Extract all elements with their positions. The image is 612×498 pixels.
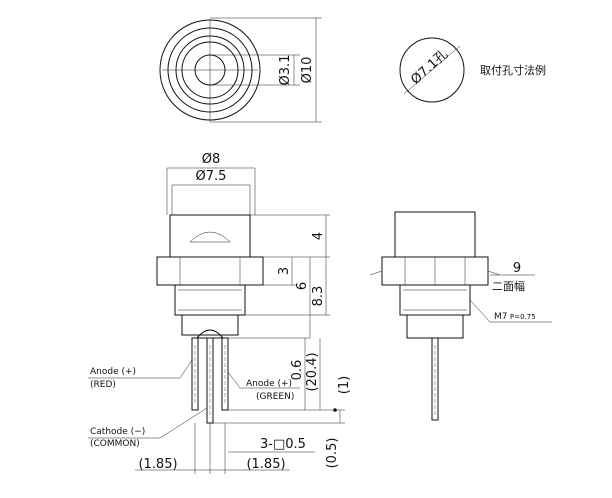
front-dim-0-5: (0.5)	[325, 438, 340, 469]
anode-green-label: Anode (+)	[246, 379, 292, 389]
front-dim-width-outer: Ø8	[202, 152, 221, 167]
front-dim-cap-height: 4	[311, 232, 326, 240]
datum-dot	[333, 408, 337, 412]
front-dim-thread-6: 6	[295, 282, 310, 290]
mounting-hole	[399, 37, 465, 103]
front-dim-20-4: (20.4)	[305, 352, 320, 391]
front-dim-1: (1)	[337, 376, 352, 394]
pin-anode-red	[191, 337, 199, 411]
anode-red-label: Anode (+)	[90, 367, 136, 377]
front-dim-pin-square: 3-□0.5	[260, 437, 306, 452]
front-thread	[174, 284, 246, 316]
side-flats-caption: 二面幅	[492, 280, 525, 293]
side-thread-pitch: P=0.75	[510, 313, 536, 321]
pin-anode-green	[221, 337, 229, 411]
anode-red-color: (RED)	[90, 380, 116, 390]
mounting-hole-dim: Ø7.1孔	[408, 47, 451, 88]
front-dim-pin-pitch-right: (1.85)	[246, 457, 285, 472]
side-cap	[394, 211, 476, 258]
front-nut	[156, 256, 264, 286]
front-dim-width-inner: Ø7.5	[196, 169, 227, 184]
mounting-hole-caption: 取付孔寸法例	[480, 63, 546, 77]
cathode-label: Cathode (−)	[90, 427, 145, 437]
front-dim-nut-height: 3	[277, 267, 292, 275]
pin-cathode	[206, 337, 214, 424]
front-dim-pin-pitch-left: (1.85)	[138, 457, 177, 472]
side-pin	[431, 337, 439, 421]
top-view	[159, 17, 322, 123]
mounting-hole-circle	[399, 37, 465, 103]
top-view-dim-outer: Ø10	[300, 57, 315, 84]
side-thread	[399, 284, 471, 316]
top-view-dim-inner: Ø3.1	[278, 55, 293, 86]
front-cap	[169, 214, 251, 258]
side-view	[369, 211, 552, 421]
front-dim-thread-8-3: 8.3	[311, 286, 326, 307]
anode-green-color: (GREEN)	[256, 392, 294, 402]
side-dim-flats: 9	[513, 261, 521, 276]
front-dim-0-6: 0.6	[290, 360, 305, 381]
front-view	[88, 167, 345, 474]
side-thread-label: M7	[494, 312, 508, 322]
cathode-common: (COMMON)	[90, 439, 140, 449]
